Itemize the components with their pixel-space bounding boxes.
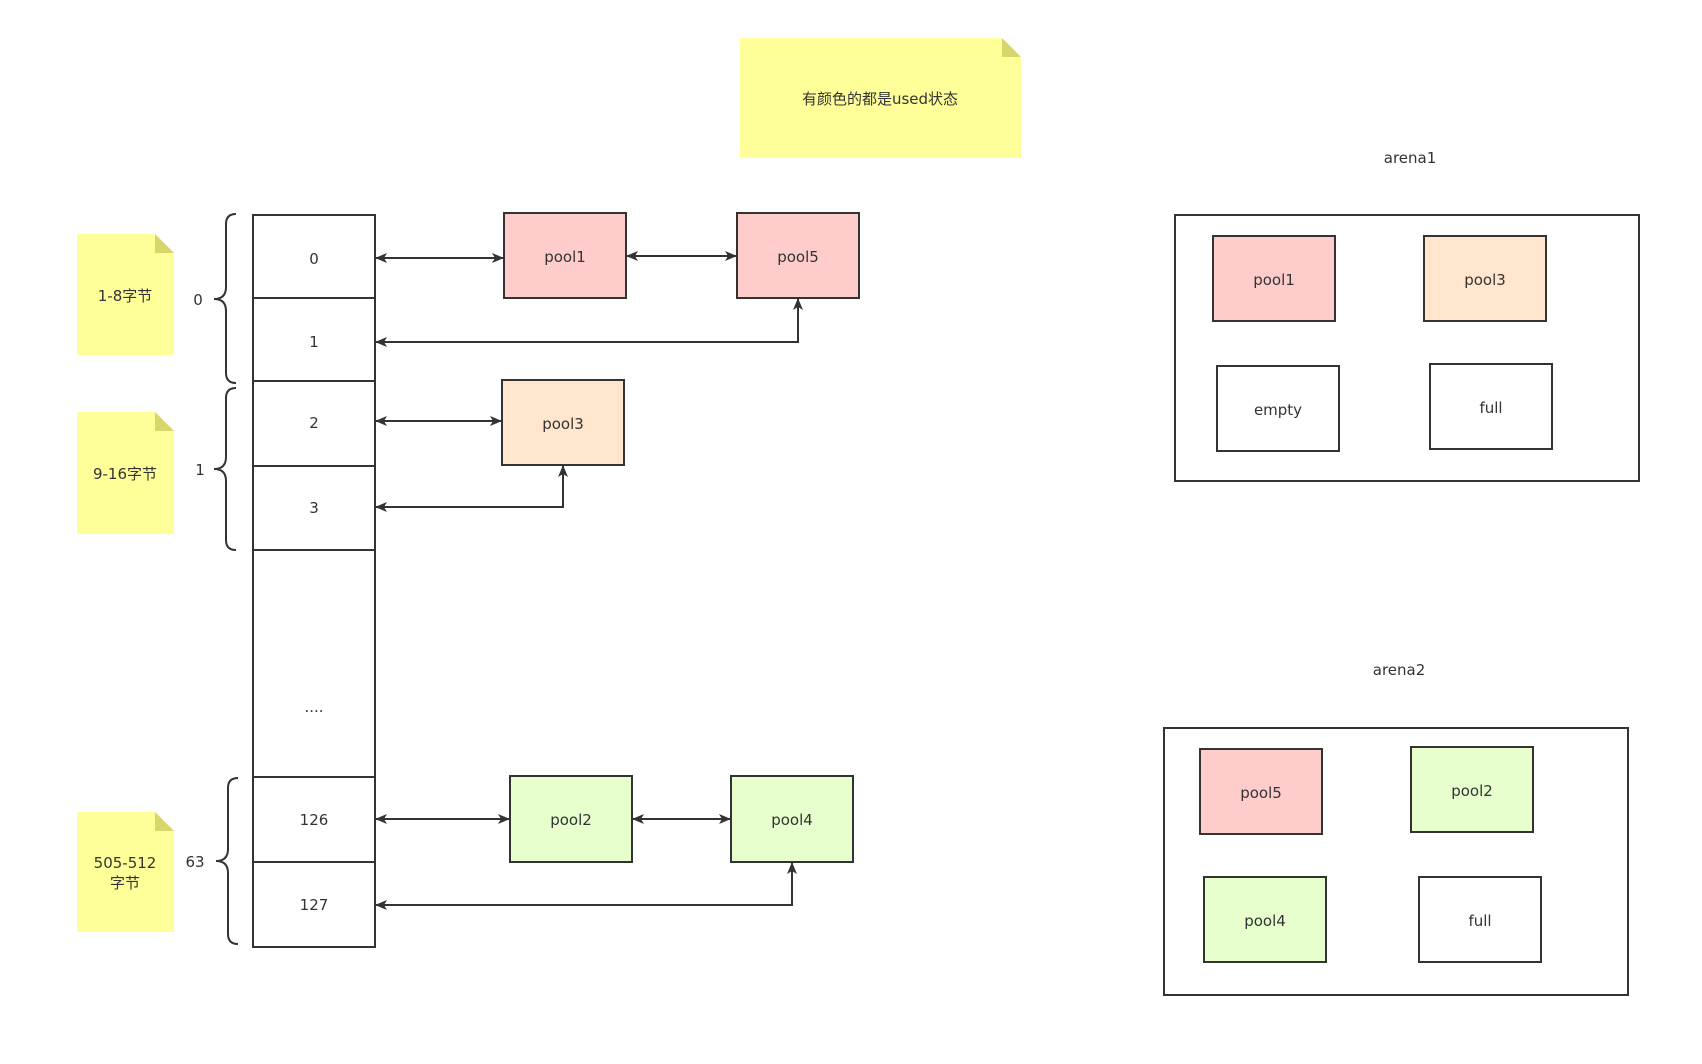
arena1-title: arena1 (1384, 149, 1437, 167)
sticky-note-text: 有颜色的都是used状态 (802, 90, 958, 108)
freepools-array: 0 1 2 3 .... 126 127 (252, 214, 376, 948)
size-note-label: 9-16字节 (93, 465, 157, 483)
cell-label: 0 (309, 250, 319, 268)
size-note-label-line1: 505-512 (94, 854, 157, 872)
arena2-pool5-box (1199, 748, 1323, 835)
brace-63 (215, 777, 239, 945)
connectors (375, 251, 803, 910)
pool4-box (730, 775, 854, 863)
arena1-item-label: pool1 (1253, 271, 1295, 289)
arena2: arena2 pool5 pool2 pool4 full (1163, 661, 1629, 996)
braces (213, 213, 239, 945)
arena2-pool2-box (1410, 746, 1534, 833)
arena1-item-label: empty (1254, 401, 1302, 419)
arrow-cell3-pool3 (375, 465, 568, 512)
brace-0 (213, 213, 237, 384)
brace-1 (213, 387, 237, 551)
freepool-cell-0 (252, 214, 376, 299)
freepool-cell-ellipsis (252, 549, 376, 778)
arena1-item-label: pool3 (1464, 271, 1506, 289)
cell-label: 2 (309, 414, 319, 432)
size-note-label: 1-8字节 (98, 287, 153, 305)
arena1-pool3-box (1423, 235, 1547, 322)
pool2-box (509, 775, 633, 863)
pool2-label: pool2 (550, 811, 592, 829)
cell-label: 126 (300, 811, 329, 829)
arrow-cell127-pool4 (375, 862, 797, 910)
arena2-item-label: pool5 (1240, 784, 1282, 802)
pool4-label: pool4 (771, 811, 813, 829)
pool3-label: pool3 (542, 415, 584, 433)
cell-label: .... (304, 698, 323, 716)
arena2-title: arena2 (1373, 661, 1426, 679)
brace-label-63: 63 (185, 853, 204, 871)
arena1: arena1 pool1 pool3 empty full (1174, 149, 1640, 482)
arena2-item-label: pool2 (1451, 782, 1493, 800)
brace-label-0: 0 (193, 291, 203, 309)
size-note-1-8: 1-8字节 (77, 234, 174, 355)
pool5-label: pool5 (777, 248, 819, 266)
brace-label-1: 1 (195, 461, 205, 479)
sticky-note-used-state: 有颜色的都是used状态 (740, 38, 1021, 158)
freepool-cell-127 (252, 861, 376, 948)
cell-label: 127 (300, 896, 329, 914)
arena2-full-box (1418, 876, 1542, 963)
arena1-item-label: full (1479, 399, 1502, 417)
arrow-cell1-pool5 (375, 298, 803, 347)
arena2-item-label: full (1468, 912, 1491, 930)
arena1-empty-box (1216, 365, 1340, 452)
arena2-pool4-box (1203, 876, 1327, 963)
size-note-505-512: 505-512 字节 (77, 812, 174, 932)
arena2-item-label: pool4 (1244, 912, 1286, 930)
arena1-pool1-box (1212, 235, 1336, 322)
pool1-label: pool1 (544, 248, 586, 266)
arena1-full-box (1429, 363, 1553, 450)
pool5-box (736, 212, 860, 299)
pool-boxes: pool1 pool5 pool3 pool2 pool4 (501, 212, 860, 863)
cell-label: 3 (309, 499, 319, 517)
freepool-cell-2 (252, 380, 376, 467)
freepool-cell-1 (252, 297, 376, 382)
cell-label: 1 (309, 333, 319, 351)
size-note-label-line2: 字节 (110, 874, 140, 892)
size-note-9-16: 9-16字节 (77, 412, 174, 534)
